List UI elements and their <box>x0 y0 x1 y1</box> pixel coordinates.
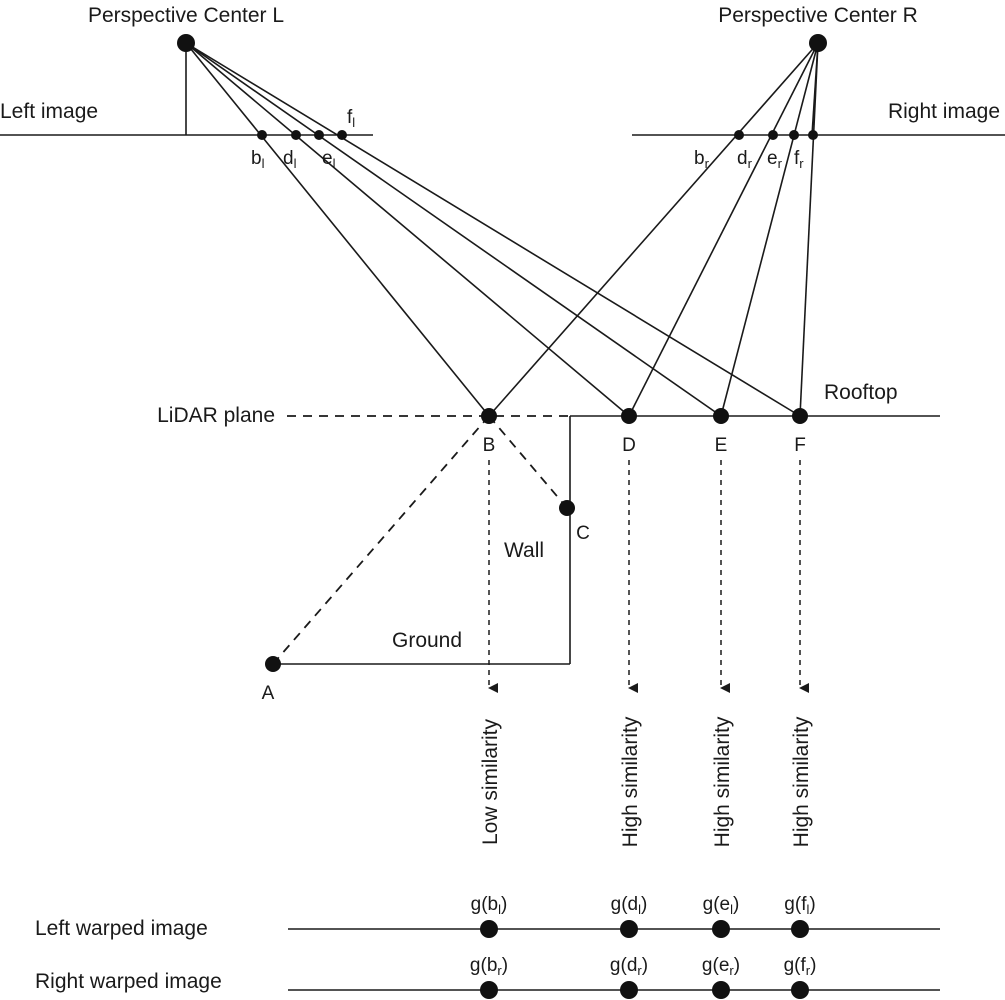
similarity-label-B: Low similarity <box>479 718 502 845</box>
left-image-label-f: fl <box>347 107 355 130</box>
warped-left-label-b: g(bl) <box>471 894 508 917</box>
warped-left-label-f: g(fl) <box>784 894 815 917</box>
left-warped-image-label: Left warped image <box>35 917 208 940</box>
wall-label: Wall <box>504 539 544 562</box>
warped-left-label-e: g(el) <box>703 894 740 917</box>
perspective-center-right-label: Perspective Center R <box>718 4 918 27</box>
perspective-center-left-dot <box>177 34 195 52</box>
left-image-point-f <box>337 130 347 140</box>
left-image-label-d: dl <box>283 148 297 171</box>
similarity-label-F: High similarity <box>790 716 813 847</box>
ray-left-to-B <box>185 42 490 417</box>
right-image-label-d: dr <box>737 148 753 171</box>
label-D: D <box>622 435 636 456</box>
similarity-label-D: High similarity <box>619 716 642 847</box>
label-E: E <box>715 435 728 456</box>
warped-right-dot-d <box>620 981 638 999</box>
ray-left-to-D <box>185 42 630 417</box>
left-image-point-e <box>314 130 324 140</box>
point-C <box>559 500 575 516</box>
dashed-B-to-A <box>272 415 490 665</box>
warped-right-dot-f <box>791 981 809 999</box>
right-image-point-d <box>768 130 778 140</box>
label-A: A <box>262 683 275 704</box>
warped-right-label-f: g(fr) <box>784 955 817 978</box>
warped-left-dot-e <box>712 920 730 938</box>
ray-right-to-E <box>720 42 819 417</box>
warped-right-dot-b <box>480 981 498 999</box>
left-image-point-d <box>291 130 301 140</box>
ray-left-to-F <box>185 42 801 417</box>
warped-right-label-e: g(er) <box>702 955 740 978</box>
left-image-label: Left image <box>0 100 98 123</box>
warped-left-dot-b <box>480 920 498 938</box>
ray-left-to-E <box>185 42 722 417</box>
warped-right-dot-e <box>712 981 730 999</box>
right-image-label: Right image <box>888 100 1000 123</box>
label-F: F <box>794 435 806 456</box>
ray-right-to-D <box>628 42 819 417</box>
perspective-center-left-label: Perspective Center L <box>88 4 284 27</box>
warped-right-label-b: g(br) <box>470 955 508 978</box>
warped-left-label-d: g(dl) <box>611 894 648 917</box>
right-image-point-f <box>808 130 818 140</box>
warped-left-dot-d <box>620 920 638 938</box>
right-image-label-f: fr <box>794 148 804 171</box>
dashed-B-to-C <box>488 415 568 509</box>
point-E <box>713 408 729 424</box>
point-F <box>792 408 808 424</box>
point-A <box>265 656 281 672</box>
right-warped-image-label: Right warped image <box>35 970 222 993</box>
warped-right-label-d: g(dr) <box>610 955 648 978</box>
right-image-point-b <box>734 130 744 140</box>
point-D <box>621 408 637 424</box>
right-image-point-e <box>789 130 799 140</box>
label-B: B <box>483 435 496 456</box>
ground-label: Ground <box>392 629 462 652</box>
ray-right-to-F <box>799 42 819 417</box>
right-image-label-b: br <box>694 148 710 171</box>
left-image-point-b <box>257 130 267 140</box>
left-image-label-e: el <box>322 148 336 171</box>
right-image-label-e: er <box>767 148 783 171</box>
left-image-label-b: bl <box>251 148 265 171</box>
point-B <box>481 408 497 424</box>
warped-left-dot-f <box>791 920 809 938</box>
ray-right-to-B <box>488 42 819 417</box>
label-C: C <box>576 523 590 544</box>
rooftop-label: Rooftop <box>824 381 898 404</box>
perspective-center-right-dot <box>809 34 827 52</box>
similarity-label-E: High similarity <box>711 716 734 847</box>
lidar-plane-label: LiDAR plane <box>157 404 275 427</box>
